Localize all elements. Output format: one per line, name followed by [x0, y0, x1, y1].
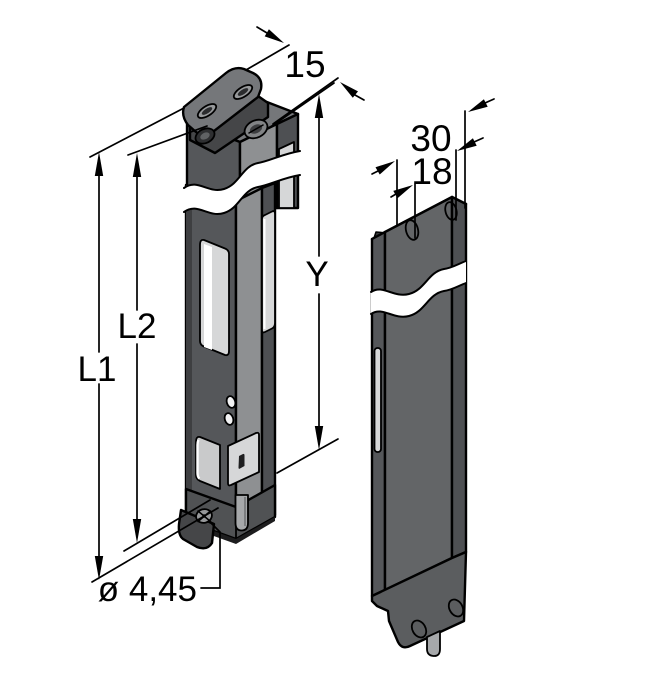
right-break-band	[370, 260, 467, 318]
left-break-band	[183, 150, 301, 215]
dim-hole-dia-label: ø 4,45	[98, 570, 197, 609]
dim-l1-label: L1	[78, 350, 117, 389]
dim-y: Y	[268, 82, 339, 474]
cable-right	[426, 630, 441, 657]
lens-window-front	[199, 238, 230, 357]
dim-18-label: 18	[411, 151, 452, 192]
side-main-face	[383, 195, 454, 592]
dim-15-label: 15	[284, 44, 325, 85]
label-patch-left	[195, 435, 221, 490]
dim-l2-label: L2	[118, 307, 157, 346]
connector-slot	[238, 453, 245, 469]
housing-front-face	[234, 186, 264, 541]
bracket-screw-left	[194, 127, 216, 145]
dim-30: 30	[371, 98, 495, 227]
dim-hole-dia: ø 4,45	[98, 520, 221, 609]
dimension-annotations: L1 L2 Y	[78, 26, 495, 609]
left-sensor-lower-section	[177, 181, 277, 550]
dim-30-label: 30	[410, 118, 451, 159]
dim-l2: L2	[118, 125, 211, 552]
status-led-1	[225, 395, 237, 409]
bracket-screw-right	[243, 118, 269, 140]
end-cap-screw-1	[410, 619, 428, 639]
dim-y-label: Y	[305, 255, 328, 294]
dim-l1: L1	[78, 107, 219, 583]
mounting-through-hole-1	[404, 219, 420, 241]
side-edge-sliver	[450, 195, 468, 560]
status-led-2	[223, 412, 235, 426]
bottom-mounting-tab	[177, 508, 216, 550]
left-sensor-top-bracket	[181, 66, 270, 155]
left-sensor	[177, 66, 301, 550]
bracket-slot-hole-1	[196, 103, 218, 119]
lens-window-right	[261, 210, 276, 334]
dim-18: 18	[390, 137, 484, 239]
side-end-cap	[370, 550, 468, 649]
right-sensor	[370, 195, 468, 657]
label-patch-front	[227, 431, 260, 487]
cable-left	[234, 494, 249, 532]
bracket-slot-hole-2	[232, 84, 254, 100]
edge-window-slot	[373, 347, 382, 453]
end-cap-screw-2	[447, 598, 465, 618]
dim-15: 15	[245, 26, 365, 125]
housing-left-edge-shade	[186, 185, 192, 523]
